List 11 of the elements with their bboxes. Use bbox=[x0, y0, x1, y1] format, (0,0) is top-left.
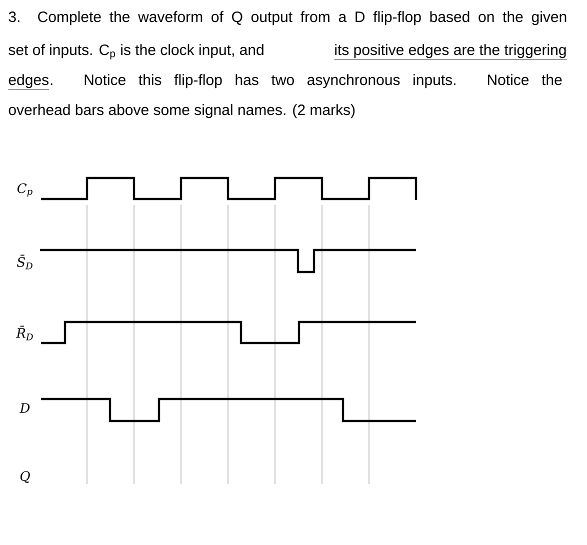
underlined-text: its positive edges are the triggering bbox=[334, 44, 567, 60]
underlined-text: edges bbox=[8, 74, 50, 90]
question-text: set of inputs. C$_{p}$ is the clock input, and bbox=[8, 44, 264, 60]
signal-name: S̄$_{D}$ bbox=[17, 254, 32, 270]
question-text: . Notice this flip-flop has two asynchronous inputs. Notice the bbox=[50, 74, 562, 88]
signal-name: D bbox=[20, 403, 30, 413]
signal-name: R̄$_{D}$ bbox=[16, 326, 33, 340]
question-text: 3. Complete the waveform of Q output from a D flip-flop based on the given bbox=[8, 11, 566, 26]
signal-name: Q bbox=[20, 471, 30, 483]
question-text: overhead bars above some signal names. (2 marks) bbox=[8, 104, 355, 118]
signal-name: C$_{p}$ bbox=[17, 183, 32, 197]
